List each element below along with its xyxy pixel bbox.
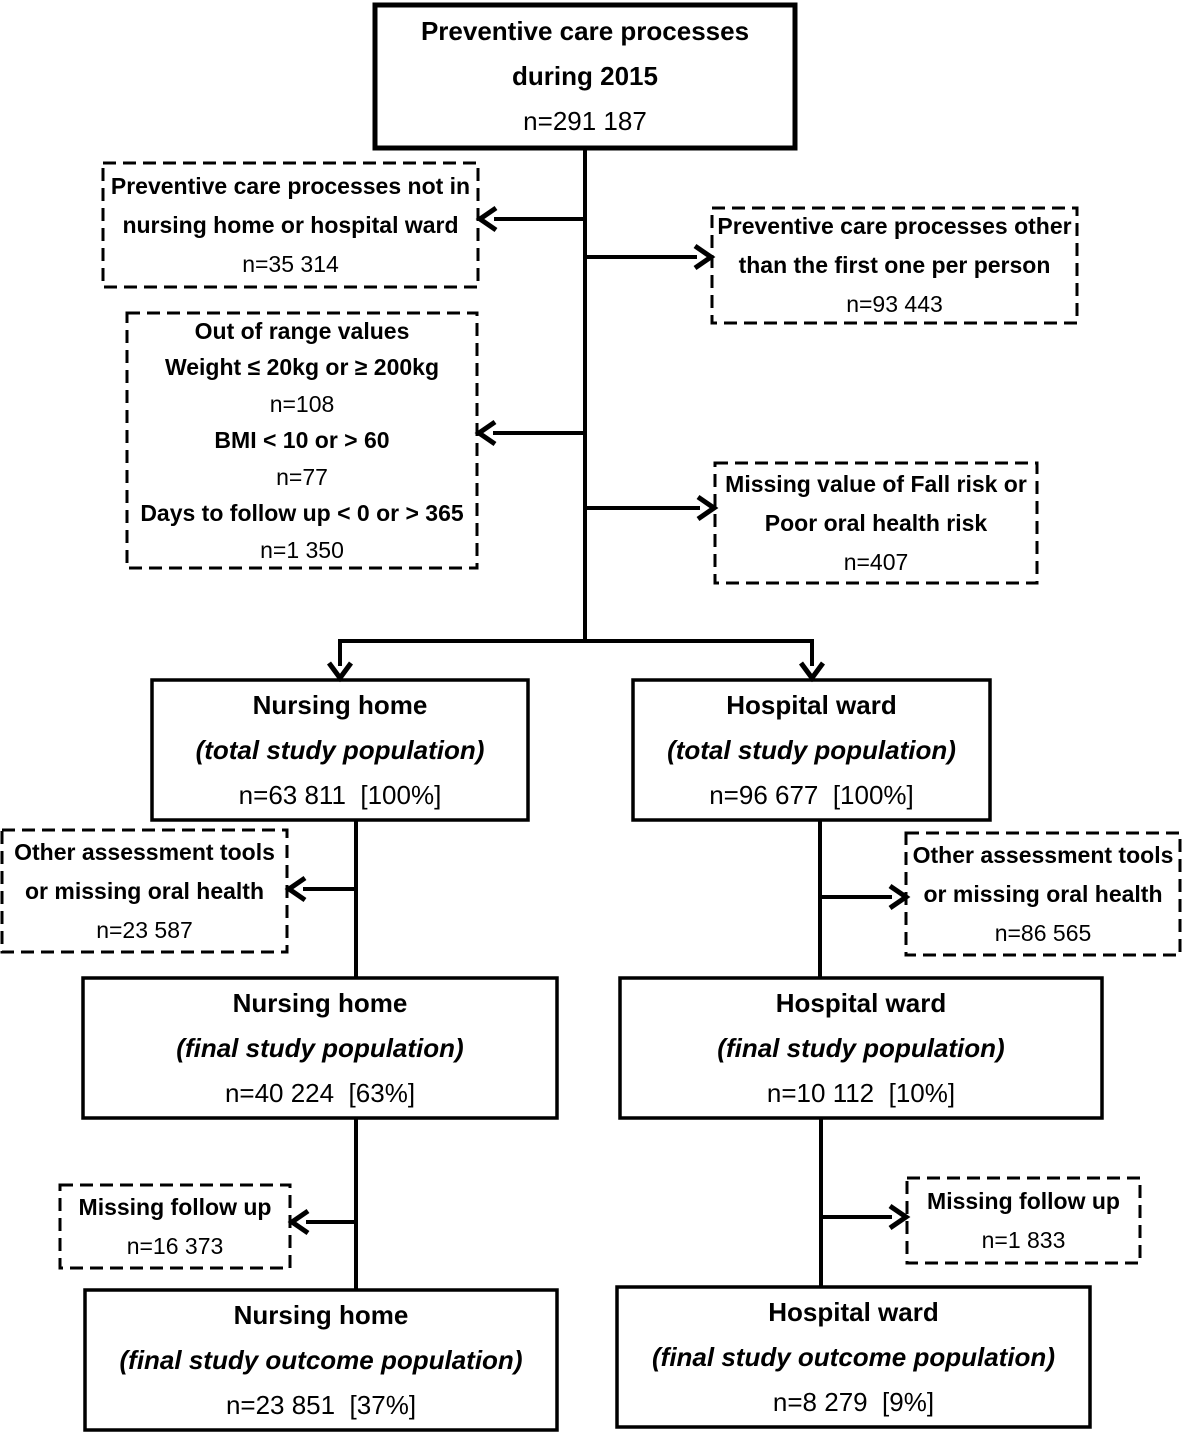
arrowhead-right-missing-fall-oral bbox=[696, 494, 719, 522]
box-count: n=291 187 bbox=[523, 106, 647, 136]
box-count: n=93 443 bbox=[846, 291, 943, 317]
box-count: n=40 224 [63%] bbox=[224, 1077, 416, 1108]
box-hospital-ward-final: Hospital ward (final study population) n… bbox=[620, 978, 1102, 1118]
arrowhead-right-other-than-first bbox=[693, 243, 716, 271]
box-nursing-home-outcome: Nursing home (final study outcome popula… bbox=[85, 1290, 557, 1430]
box-count: n=407 bbox=[843, 548, 909, 575]
box-excluded-missing-fu-right: Missing follow up n=1 833 bbox=[907, 1178, 1140, 1263]
box-border-hw-outcome bbox=[615, 1285, 1092, 1429]
box-title-line: or missing oral health bbox=[25, 877, 264, 904]
box-border-not-in-setting bbox=[101, 161, 480, 289]
box-hospital-ward-total: Hospital ward (total study population) n… bbox=[633, 680, 990, 820]
box-count: n=96 677 [100%] bbox=[709, 779, 914, 810]
arrowhead-right-missing-fu bbox=[888, 1203, 911, 1231]
box-count: n=108 bbox=[269, 390, 335, 417]
box-title-line: Hospital ward bbox=[768, 1296, 939, 1327]
box-count: n=16 373 bbox=[126, 1232, 224, 1259]
box-title-line: Preventive care processes bbox=[420, 16, 750, 46]
box-subtitle-line: (final study outcome population) bbox=[652, 1341, 1055, 1372]
box-excluded-other-tools-left: Other assessment tools or missing oral h… bbox=[2, 830, 287, 952]
arrowhead-down-nursing-home bbox=[326, 661, 354, 683]
box-title-line: Other assessment tools bbox=[14, 838, 275, 865]
box-border-nh-final bbox=[81, 976, 559, 1120]
box-title-line: or missing oral health bbox=[923, 880, 1163, 907]
box-criteria-line: Weight ≤ 20kg or ≥ 200kg bbox=[164, 354, 440, 381]
box-border-missing-fu-left bbox=[58, 1183, 292, 1270]
box-title-line: Preventive care processes other bbox=[717, 213, 1072, 239]
box-title-line: Preventive care processes not in bbox=[110, 172, 471, 199]
box-nursing-home-final: Nursing home (final study population) n=… bbox=[83, 978, 557, 1118]
box-border-other-than-first bbox=[710, 206, 1079, 325]
box-count: n=86 565 bbox=[994, 919, 1092, 946]
box-border-out-of-range bbox=[125, 311, 479, 570]
arrowhead-left-out-of-range bbox=[474, 419, 497, 447]
box-title-line: Nursing home bbox=[232, 987, 408, 1018]
connector-branch bbox=[338, 639, 814, 666]
box-count: n=1 833 bbox=[981, 1226, 1066, 1253]
box-title-line: Missing value of Fall risk or bbox=[725, 470, 1027, 497]
box-title-line: Missing follow up bbox=[78, 1193, 272, 1220]
box-border-other-tools-left bbox=[0, 828, 289, 954]
box-excluded-out-of-range: Out of range values Weight ≤ 20kg or ≥ 2… bbox=[127, 313, 477, 568]
box-count: n=35 314 bbox=[242, 250, 339, 277]
box-title-line: Out of range values bbox=[194, 317, 410, 344]
arrowhead-down-hospital-ward bbox=[798, 661, 826, 683]
box-border-nh-outcome bbox=[83, 1288, 559, 1432]
box-count: n=1 350 bbox=[260, 536, 344, 563]
box-count: n=10 112 [10%] bbox=[766, 1077, 956, 1108]
box-title-line: during 2015 bbox=[512, 61, 658, 91]
box-title-line: Hospital ward bbox=[726, 689, 897, 720]
box-title-line: Hospital ward bbox=[775, 987, 947, 1018]
box-excluded-other-than-first: Preventive care processes other than the… bbox=[712, 208, 1077, 323]
arrowhead-right-other-tools bbox=[888, 883, 911, 911]
box-title-line: Poor oral health risk bbox=[764, 509, 988, 536]
box-subtitle-line: (total study population) bbox=[195, 734, 485, 765]
box-border-missing-fall-oral bbox=[713, 461, 1039, 585]
box-title-line: nursing home or hospital ward bbox=[122, 211, 459, 238]
box-title-line: Missing follow up bbox=[927, 1187, 1120, 1214]
box-subtitle-line: (total study population) bbox=[667, 734, 956, 765]
box-subtitle-line: (final study population) bbox=[176, 1032, 464, 1063]
arrowhead-left-not-in-setting bbox=[475, 205, 498, 233]
box-nursing-home-total: Nursing home (total study population) n=… bbox=[152, 680, 528, 820]
box-hospital-ward-outcome: Hospital ward (final study outcome popul… bbox=[617, 1287, 1090, 1427]
box-count: n=77 bbox=[276, 463, 328, 490]
box-title-line: than the first one per person bbox=[738, 252, 1051, 278]
box-preventive-care-total: Preventive care processes during 2015 n=… bbox=[375, 5, 795, 148]
box-excluded-other-tools-right: Other assessment tools or missing oral h… bbox=[906, 833, 1180, 955]
box-criteria-line: Days to follow up < 0 or > 365 bbox=[140, 500, 464, 527]
box-title-line: Other assessment tools bbox=[912, 841, 1174, 868]
box-title-line: Nursing home bbox=[233, 1299, 409, 1330]
arrowhead-left-missing-fu bbox=[287, 1208, 310, 1236]
box-subtitle-line: (final study population) bbox=[717, 1032, 1005, 1063]
box-border-hw-final bbox=[618, 976, 1104, 1120]
box-title-line: Nursing home bbox=[252, 689, 428, 720]
box-count: n=23 587 bbox=[96, 916, 193, 943]
box-excluded-missing-fall-oral: Missing value of Fall risk or Poor oral … bbox=[715, 463, 1037, 583]
box-count: n=23 851 [37%] bbox=[225, 1389, 417, 1420]
box-subtitle-line: (final study outcome population) bbox=[119, 1344, 523, 1375]
arrowhead-left-other-tools bbox=[284, 875, 307, 903]
box-count: n=8 279 [9%] bbox=[772, 1386, 935, 1417]
box-criteria-line: BMI < 10 or > 60 bbox=[214, 427, 390, 454]
box-count: n=63 811 [100%] bbox=[238, 779, 442, 810]
box-excluded-missing-fu-left: Missing follow up n=16 373 bbox=[60, 1185, 290, 1268]
box-excluded-not-in-setting: Preventive care processes not in nursing… bbox=[103, 163, 478, 287]
